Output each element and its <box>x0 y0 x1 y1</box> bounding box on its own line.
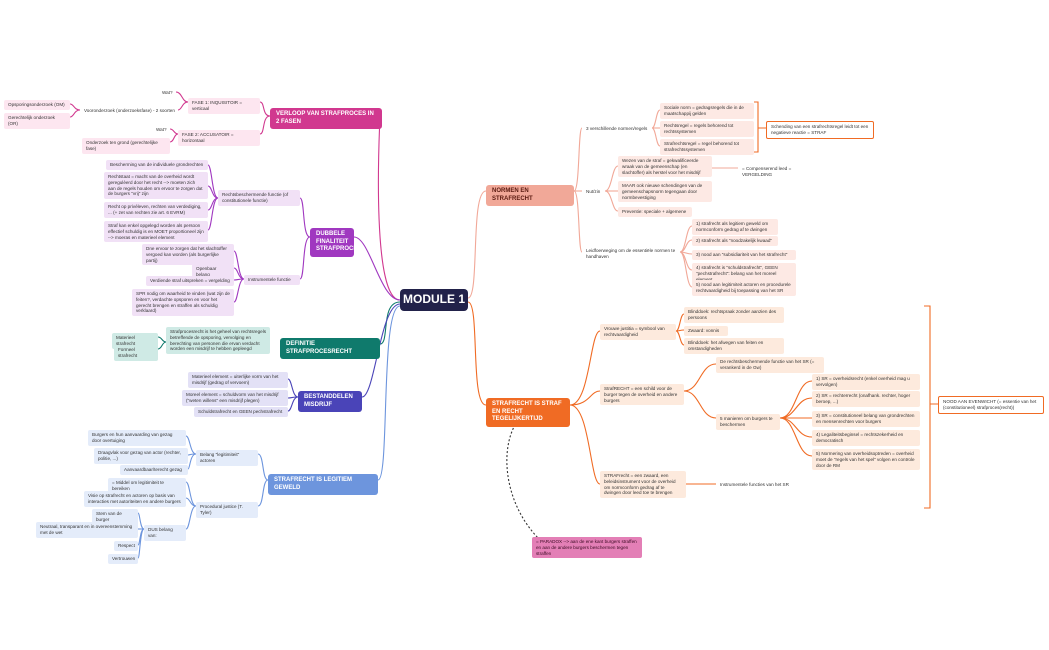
node-stem-burger[interactable]: Stem van de burger <box>92 509 138 525</box>
node-procedural-justice[interactable]: Procedural justice (T. Tyler) <box>196 502 258 518</box>
node-zwaard[interactable]: Zwaard: vonnis <box>684 326 728 336</box>
node-leid-5[interactable]: 5) nood aan legitimiteit actoren en proc… <box>692 280 796 296</box>
node-manier-1[interactable]: 1) SR = overheidsrecht (enkel overheid m… <box>812 374 920 390</box>
node-5-manieren[interactable]: 5 manieren om burgers te beschermen <box>716 414 780 430</box>
branch-line-dubbele <box>353 236 401 301</box>
node-definitie-text[interactable]: Strafprocesrecht is het geheel van recht… <box>166 327 270 355</box>
node-openbaar-belang[interactable]: Openbaar belang <box>192 264 234 280</box>
node-burgers-aanvaarding[interactable]: Burgers en hun aanvaarding van gezag doo… <box>88 430 186 446</box>
node-vertrouwen[interactable]: Vertrouwen <box>108 554 138 564</box>
node-compenserend-leed[interactable]: = Compenserend leed = VERGELDING <box>742 166 792 177</box>
branch-line-straf <box>467 301 487 406</box>
node-instrumentele-sr[interactable]: Instrumentele functies van het SR <box>720 482 789 487</box>
node-leid-3[interactable]: 3) nood aan "subsidiariteit van het stra… <box>692 250 796 260</box>
node-slachtoffer-vergoed[interactable]: Dne ervoor te zorgen dat het slachtoffer… <box>142 244 234 266</box>
node-aanvaardbaar-gezag[interactable]: Aanvaardbaar/terecht gezag <box>120 465 188 475</box>
topic-straf-en-recht[interactable]: STRAFRECHT IS STRAF EN RECHT TEGELIJKERT… <box>486 398 570 427</box>
node-paradox[interactable]: = PARADOX --> aan de ene kant burgers st… <box>532 537 642 559</box>
node-onderzoek-ten-grond[interactable]: Onderzoek ten grond (gerechtelijke fase) <box>82 138 170 154</box>
topic-bestanddelen[interactable]: BESTANDDELEN MISDRIJF <box>298 391 362 412</box>
node-moreel-element[interactable]: Moreel element = schuldvorm van het misd… <box>182 390 288 406</box>
node-strafrecht-zwaard[interactable]: STRAFrecht = een zwaard, een beleidsinst… <box>600 471 686 499</box>
node-preventie[interactable]: Preventie: speciale + algemene <box>618 207 692 217</box>
node-leid-1[interactable]: 1) strafrecht als legitiem geweld om nor… <box>692 219 778 235</box>
node-rechtsregel[interactable]: Rechtsregel = regels behorend tot rechts… <box>660 121 754 137</box>
node-manier-4[interactable]: 4) Legaliteitsbeginsel = rechtszekerheid… <box>812 430 920 446</box>
node-leidfoerweging[interactable]: Leidfoerweging om de essentiële normen t… <box>586 248 676 259</box>
topic-verloop[interactable]: VERLOOP VAN STRAFPROCES IN 2 FASEN <box>270 108 382 129</box>
branch-line-definitie <box>379 301 401 345</box>
node-nut-zin[interactable]: Nut/zin <box>586 189 601 194</box>
branch-line-legitiem <box>377 305 401 481</box>
node-formeel-strafrecht[interactable]: Formeel strafrecht <box>114 345 158 361</box>
node-fase1[interactable]: FASE 1: INQUISITOIR = verticaal <box>188 98 260 114</box>
central-topic[interactable]: MODULE 1 <box>400 289 468 311</box>
node-materieel-strafrecht[interactable]: Materieel strafrecht <box>112 333 158 349</box>
node-wezen-straf[interactable]: Wezen van de straf = gekwalificeerde wra… <box>618 156 712 178</box>
node-rechtstaat[interactable]: Rechtstaat = macht van de overheid wordt… <box>104 172 208 200</box>
node-leid-4[interactable]: 4) strafrecht is "schuldstrafrecht", GEE… <box>692 263 796 285</box>
node-instrumentele-functie[interactable]: Instrumentele functie <box>244 275 300 285</box>
node-materieel-element[interactable]: Materieel element = uiterlijke vorm van … <box>188 372 288 388</box>
node-bescherming-grondrechten[interactable]: Bescherming van de individuele grondrech… <box>106 160 208 170</box>
node-vrouwe-justitia[interactable]: Vrouwe justitia = symbool van rechtvaard… <box>600 324 676 340</box>
node-wat-2[interactable]: Wat? <box>156 127 167 132</box>
node-gerechtelijk-onderzoek[interactable]: Gerechtelijk onderzoek (OR) <box>4 113 70 129</box>
branch-line-verloop <box>377 115 401 301</box>
topic-legitiem-geweld[interactable]: STRAFRECHT IS LEGITIEM GEWELD <box>268 474 378 495</box>
node-sociale-norm[interactable]: Sociale norm = gedragsregels die in de m… <box>660 103 754 119</box>
node-nood-evenwicht[interactable]: NOOD AAN EVENWICHT (= essentie van het (… <box>938 396 1044 414</box>
node-rechtsbeschermende-functie[interactable]: Rechtsbeschermende functie (of constitut… <box>218 190 300 206</box>
node-manier-5[interactable]: 5) Normering van overheidsoptreden = ove… <box>812 449 920 471</box>
topic-dubbele-finaliteit[interactable]: DUBBELE FINALITEIT STRAFPROCESRECHT <box>310 228 354 257</box>
node-manier-3[interactable]: 3) SR = constitutioneel belang van grond… <box>812 411 920 427</box>
node-straf-enkel-schuldig[interactable]: Straf kan enkel opgelegd worden als pers… <box>104 221 208 243</box>
node-opsporingsonderzoek[interactable]: Opsporingsonderzoek (OM) <box>4 100 70 110</box>
node-blinddoek-1[interactable]: Blinddoek: rechtspraak zonder aanzien de… <box>684 307 784 323</box>
node-dus-belang[interactable]: DUS belang van: <box>144 525 186 541</box>
branch-line-normen <box>467 190 487 299</box>
topic-normen[interactable]: NORMEN EN STRAFRECHT <box>486 185 574 206</box>
node-spr-waarheid[interactable]: SPR nodig om waarheid te vinden (wat zij… <box>132 289 234 317</box>
topic-definitie[interactable]: DEFINITIE STRAFPROCESRECHT <box>280 338 380 359</box>
node-neutraal-transparant[interactable]: Neutraal, transparant en in overeenstemm… <box>36 522 138 538</box>
node-schending[interactable]: Schending van een strafrechtsregel leidt… <box>766 121 874 139</box>
node-fase2[interactable]: FASE 2: ACCUSATOIR = horizontaal <box>178 130 260 146</box>
node-schuldstrafrecht[interactable]: Schuldstrafrecht en GEEN pechstrafrecht <box>194 407 288 417</box>
node-strafrecht-schild[interactable]: StrafRECHT = een schild voor de burger t… <box>600 384 684 406</box>
node-respect[interactable]: Respect <box>114 541 138 551</box>
dashed-line-paradox <box>506 417 541 541</box>
node-draagvlak[interactable]: Draagvlak voor gezag van actor (rechter,… <box>94 448 188 464</box>
node-visie-strafrecht[interactable]: Visie op strafrecht en actoren op basis … <box>84 491 186 507</box>
node-manier-2[interactable]: 2) SR = rechterrecht (onafhank. rechter,… <box>812 391 920 407</box>
node-leid-2[interactable]: 2) strafrecht als "noodzakelijk kwaad" <box>692 236 778 246</box>
node-normbevestiging[interactable]: MAAR ook nieuwe schendingen van de gemee… <box>618 181 712 203</box>
node-recht-op-priveleven[interactable]: Recht op privéleven, rechten van verdedi… <box>104 202 208 218</box>
node-wat-1[interactable]: Wat? <box>162 90 173 95</box>
node-rechtsbeschermende-sr[interactable]: De rechtsbeschermende functie van het SR… <box>716 357 824 373</box>
node-blinddoek-2[interactable]: Blinddoek: het afwegen van feiten en oms… <box>684 338 784 354</box>
node-vergelding[interactable]: Verdiende straf uitspreken = vergelding <box>146 276 234 286</box>
node-3-normen[interactable]: 3 verschillende normen/regels <box>586 126 648 131</box>
node-middel-legitimiteit[interactable]: = Middel om legitimiteit te bereiken <box>108 478 186 494</box>
node-strafrechtsregel[interactable]: Strafrechtsregel = regel behorend tot st… <box>660 139 754 155</box>
node-vooronderzoek[interactable]: Vooronderzoek (onderzoeksfase) - 2 soort… <box>84 108 175 113</box>
node-belang-legitimiteit[interactable]: Belang "legitimiteit" actoren <box>196 450 258 466</box>
